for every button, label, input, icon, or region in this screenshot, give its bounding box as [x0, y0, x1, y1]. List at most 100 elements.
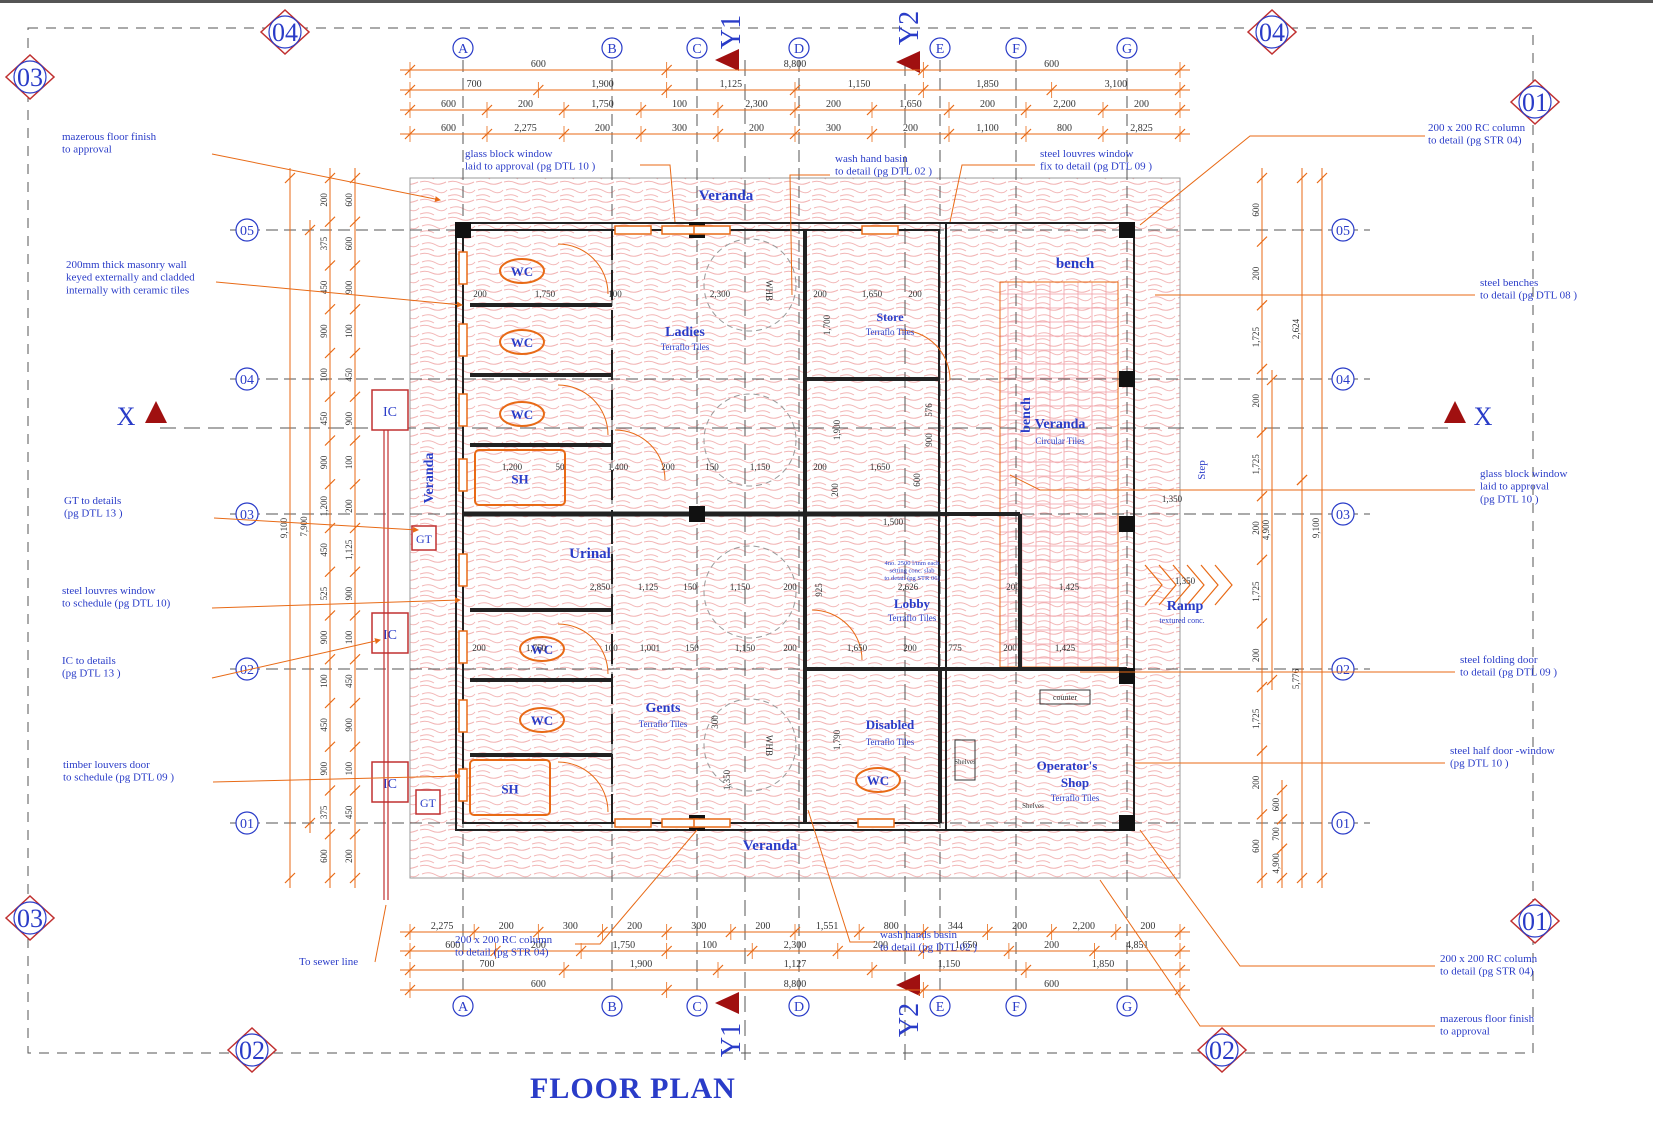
right-dim-a-tick [1256, 745, 1268, 757]
room-veranda-right-sub: Circular Tiles [1035, 436, 1085, 446]
grid-bubble-01 [235, 811, 259, 835]
inner-dim: 1,350 [722, 769, 732, 790]
right-dim-a-tick [1256, 681, 1268, 693]
ic-label: IC [383, 405, 397, 420]
room-shop-2: Shop [1061, 775, 1089, 790]
inner-dim: 1,900 [832, 419, 842, 440]
bottom-dim-3-label: 700 [480, 959, 495, 970]
marker-02-right-circle [1205, 1033, 1239, 1067]
left-dim-b-tick [324, 435, 336, 446]
bottom-dim-2-label: 4,851 [1126, 940, 1149, 951]
left-dim-a-label: 1,125 [344, 539, 354, 560]
inner-dim: 200 [813, 289, 827, 299]
inner-dim: 200 [472, 643, 486, 653]
room-urinal: Urinal [569, 546, 611, 562]
grid-col-label-E: E [936, 42, 945, 57]
inner-dim: 1,650 [847, 643, 868, 653]
top-dim-3-label: 200 [980, 99, 995, 110]
callout-floor-finish-right-leader [1099, 879, 1435, 1027]
whb-gents: WHB [764, 735, 774, 756]
left-dim-b-tick [324, 566, 336, 578]
water-tank [703, 698, 797, 792]
left-dim-b-tick [324, 872, 336, 884]
section-label-x-right: X [1474, 402, 1493, 431]
right-dim-a-label: 1,725 [1251, 581, 1261, 602]
inner-dim: 1,650 [870, 462, 891, 472]
inner-dim: 150 [685, 643, 699, 653]
inner-dim: 200 [813, 462, 827, 472]
section-label-x-left: X [117, 402, 136, 431]
grid-row-label-01: 01 [1336, 817, 1350, 832]
room-shop-sub: Terraflo Tiles [1051, 793, 1100, 803]
room-lobby-sub: Terraflo Tiles [888, 613, 937, 623]
grid-bubble-04 [1331, 367, 1355, 391]
grid-row-label-04: 04 [1336, 373, 1350, 388]
left-dim-a-tick [349, 828, 361, 840]
grid-row-label-05: 05 [1336, 224, 1350, 239]
top-dim-4-label: 2,275 [514, 123, 537, 134]
grid-bubble-04 [235, 367, 259, 391]
window-opening [693, 225, 731, 235]
grid-col-label-A: A [458, 1000, 469, 1015]
rc-column [455, 222, 471, 238]
grid-bubble-C [686, 37, 708, 59]
grid-col-label-A: A [458, 42, 469, 57]
grid-bubble-02 [1331, 657, 1355, 681]
right-dim-b-tick [1276, 813, 1288, 825]
wc-ladies-3-label: WC [511, 407, 533, 422]
right-dim-a-tick [1256, 299, 1268, 311]
bottom-dim-1-label: 800 [884, 921, 899, 932]
left-dim-b-label: 600 [319, 849, 329, 863]
left-dim-a-tick [349, 303, 361, 315]
side-window [458, 553, 468, 587]
right-dim-total-tick [1316, 172, 1328, 184]
callout-louvres-leader [211, 597, 461, 609]
inner-dim: 1,200 [502, 462, 523, 472]
marker-04-left-label: 04 [272, 18, 298, 47]
whb-ladies: WHB [764, 280, 774, 301]
door-swing [557, 761, 609, 813]
callout-sewer-leader [374, 904, 387, 963]
shower-tray [469, 759, 551, 816]
right-dim-a-label: 200 [1251, 775, 1261, 789]
fixtures: WCWCWCWCWCWCSHSHWHBWHBICICICGTGTW1 W2 W3… [371, 225, 1233, 900]
marker-03-bottom-circle [13, 901, 47, 935]
left-dim-b-tick [324, 391, 336, 403]
side-window [458, 699, 468, 733]
inner-dim: 1,350 [1175, 576, 1196, 586]
right-dim-a-label: 1,725 [1251, 326, 1261, 347]
wc-ladies-2-label: WC [511, 335, 533, 350]
bottom-dim-2-label: 100 [702, 940, 717, 951]
room-ladies: Ladies [665, 325, 705, 340]
left-dim-b-label: 450 [319, 411, 329, 425]
bench-label-side: bench [1019, 397, 1034, 433]
window-opening [614, 225, 652, 235]
top-dim-3-label: 2,200 [1053, 99, 1076, 110]
room-disabled: Disabled [866, 717, 915, 732]
side-window [458, 393, 468, 427]
left-dim-a-tick [349, 741, 361, 753]
room-store-sub: Terraflo Tiles [866, 327, 915, 337]
right-dim-a-label: 200 [1251, 521, 1261, 535]
veranda-tiles [1000, 282, 1118, 667]
left-dim-b-label: 900 [319, 630, 329, 644]
top-dim-3-label: 200 [826, 99, 841, 110]
left-dim-a-label: 600 [344, 193, 354, 207]
left-dim-a-tick [349, 697, 361, 709]
step-label: Step [1196, 460, 1208, 480]
inner-dim: 150 [705, 462, 719, 472]
water-tank [703, 238, 797, 332]
grid-col-label-F: F [1012, 1000, 1020, 1015]
grid-col-label-F: F [1012, 42, 1020, 57]
gt-label: GT [416, 532, 433, 546]
section-arrow-y1-top [715, 49, 739, 71]
marker-04-right-circle [1255, 15, 1289, 49]
top-dim-1-label: 600 [1044, 59, 1059, 70]
right-dim-d-label: 2,624 [1291, 318, 1301, 339]
